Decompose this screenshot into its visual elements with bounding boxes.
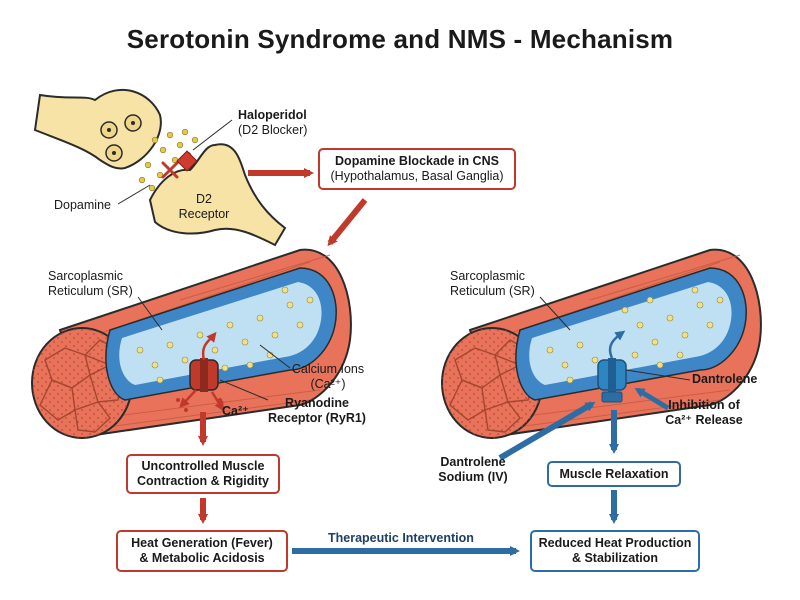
sr-left-line1: Sarcoplasmic (48, 269, 124, 283)
ryr-line1: Ryanodine (285, 396, 349, 410)
dantrolene-leader (625, 369, 691, 381)
arrow-blockade-to-muscle (327, 198, 368, 247)
sr-right-line2: Reticulum (SR) (450, 284, 535, 298)
heat-line1: Heat Generation (Fever) (131, 536, 273, 550)
relaxation-label: Muscle Relaxation (559, 466, 669, 481)
haloperidol-leader (192, 119, 233, 151)
therapeutic-intervention-label: Therapeutic Intervention (328, 531, 474, 545)
calcium-line1: Calcium Ions (291, 362, 365, 376)
calcium-ions-label: Calcium Ions (Ca²⁺) (282, 362, 374, 392)
ca-release-label: Ca²⁺ (222, 404, 249, 418)
dantrolene-bound-channel (597, 358, 627, 403)
haloperidol-label: Haloperidol (238, 108, 307, 122)
drug-line1: Dantrolene (440, 455, 506, 469)
sr-left-line2: Reticulum (SR) (48, 284, 133, 298)
sr-label-right: Sarcoplasmic Reticulum (SR) (450, 269, 535, 299)
calcium-line2: (Ca²⁺) (310, 377, 346, 391)
d2-label: D2 (196, 192, 212, 206)
drug-line2: Sodium (IV) (438, 470, 508, 484)
sr-leader-left (137, 296, 163, 331)
d2-receptor-label: D2 Receptor (176, 192, 232, 222)
receptor-label: Receptor (178, 207, 230, 221)
calcium-leader (259, 344, 291, 369)
dopamine-blockade-box: Dopamine Blockade in CNS (Hypothalamus, … (318, 148, 516, 190)
arrow-drug-to-channel (498, 401, 596, 461)
contraction-line2: Contraction & Rigidity (137, 474, 269, 488)
ryr-line2: Receptor (RyR1) (268, 411, 366, 425)
reduced-line1: Reduced Heat Production (538, 536, 692, 550)
ryr1-channel (189, 358, 219, 392)
sr-label-left: Sarcoplasmic Reticulum (SR) (48, 269, 133, 299)
contraction-box: Uncontrolled Muscle Contraction & Rigidi… (126, 454, 280, 494)
sr-right-line1: Sarcoplasmic (450, 269, 526, 283)
haloperidol-molecule (176, 150, 198, 172)
left-muscle-fiber (31, 248, 352, 439)
heat-line2: & Metabolic Acidosis (139, 551, 265, 565)
page-title: Serotonin Syndrome and NMS - Mechanism (126, 24, 674, 54)
dantrolene-label: Dantrolene (692, 372, 758, 386)
blocked-binding-x (161, 161, 179, 179)
ryanodine-receptor-label: Ryanodine Receptor (RyR1) (262, 396, 372, 426)
reduced-heat-box: Reduced Heat Production & Stabilization (530, 530, 700, 572)
dantrolene-sodium-label: Dantrolene Sodium (IV) (430, 455, 516, 485)
haloperidol-role-label: (D2 Blocker) (238, 123, 308, 137)
heat-generation-box: Heat Generation (Fever) & Metabolic Acid… (116, 530, 288, 572)
blockade-subtitle: (Hypothalamus, Basal Ganglia) (330, 169, 504, 183)
inhibition-line1: Inhibition of (668, 398, 740, 412)
sr-leader-right (539, 296, 571, 331)
arrow-inhibition (634, 387, 670, 411)
reduced-line2: & Stabilization (571, 551, 659, 565)
dopamine-leader (117, 184, 151, 205)
blockade-title: Dopamine Blockade in CNS (335, 154, 499, 168)
inhibition-line2: Ca²⁺ Release (665, 413, 743, 427)
postsynaptic-neuron (148, 143, 287, 247)
inhibition-label: Inhibition of Ca²⁺ Release (656, 398, 752, 428)
right-muscle-fiber (441, 248, 762, 439)
contraction-line1: Uncontrolled Muscle (141, 459, 265, 473)
ryr-leader (219, 379, 269, 401)
dopamine-label: Dopamine (54, 198, 111, 212)
muscle-relaxation-box: Muscle Relaxation (547, 461, 681, 487)
presynaptic-neuron (33, 89, 162, 170)
